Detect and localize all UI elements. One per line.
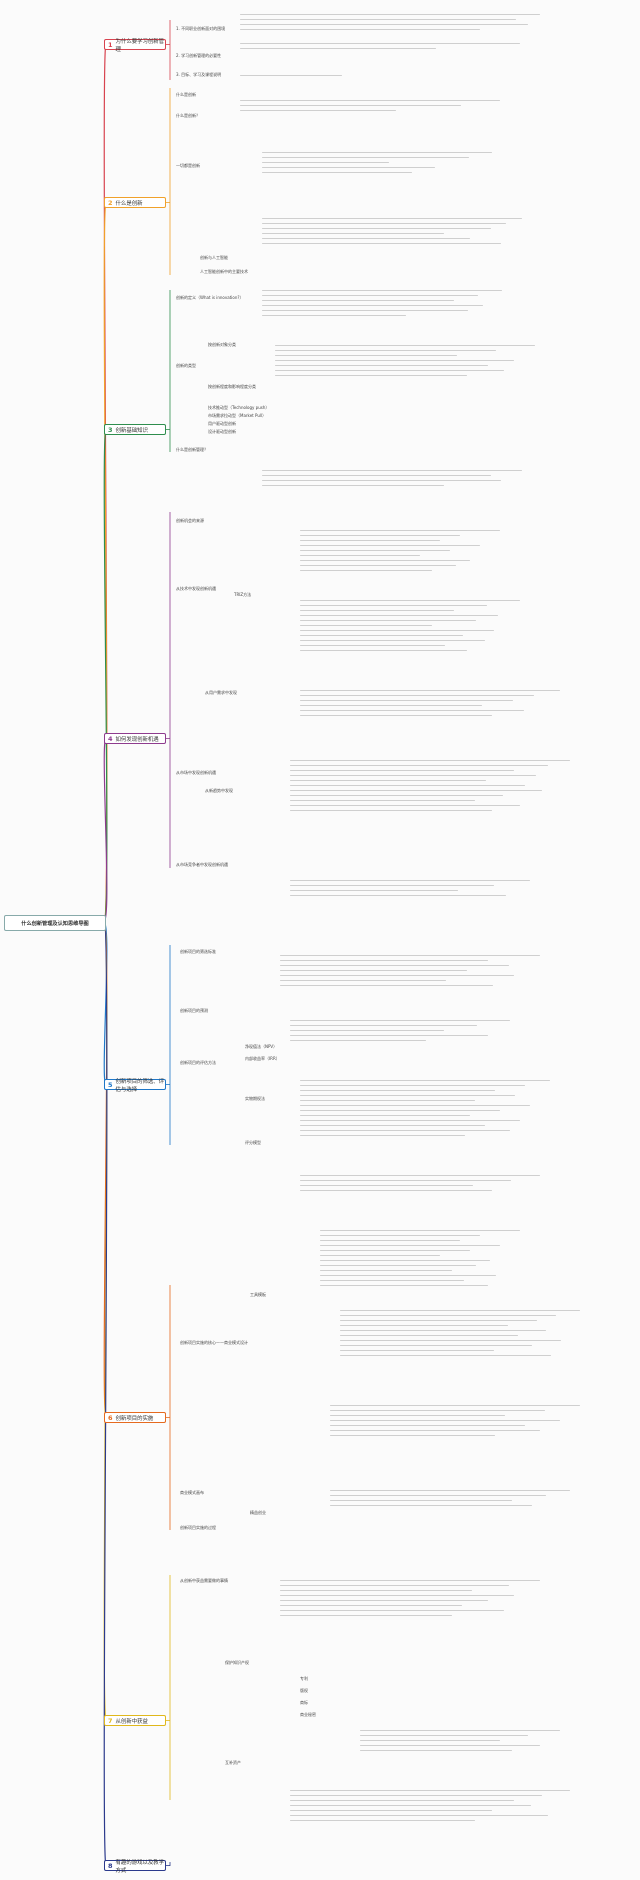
branch-benefit-from-innovation[interactable]: 7 从创新中获益: [104, 1715, 166, 1726]
branch-label: 从创新中获益: [115, 1718, 148, 1725]
branch-label: 有趣的游戏以及教学方式: [115, 1859, 165, 1874]
topic-node[interactable]: 按创新对象分类: [208, 342, 236, 347]
text-block: [240, 43, 520, 53]
text-block: [290, 1020, 510, 1045]
topic-node[interactable]: 从市场竞争者中发现创新机遇: [176, 862, 228, 867]
topic-node[interactable]: 市场需求拉动型（Market Pull）: [208, 413, 267, 418]
topic-node[interactable]: 评分模型: [245, 1140, 261, 1145]
text-block: [290, 1790, 570, 1825]
branch-label: 如何发现创新机遇: [115, 736, 159, 743]
branch-number: 6: [108, 1413, 113, 1422]
topic-node[interactable]: 工具模板: [250, 1292, 266, 1297]
topic-node[interactable]: 净现值法（NPV）: [245, 1044, 278, 1049]
branch-number: 1: [108, 40, 113, 49]
text-block: [280, 1580, 540, 1620]
topic-node[interactable]: 商业模式画布: [180, 1490, 204, 1495]
topic-node[interactable]: 实物期权法: [245, 1096, 265, 1101]
topic-node[interactable]: 从市场中发现创新机遇: [176, 770, 216, 775]
branch-number: 7: [108, 1716, 113, 1725]
text-block: [340, 1310, 580, 1360]
branch-number: 5: [108, 1080, 113, 1089]
text-block: [300, 600, 520, 655]
branch-connector: [103, 737, 108, 923]
root-title: 什么创新管理及认知思维导图: [21, 920, 89, 927]
text-block: [262, 218, 522, 248]
root-node[interactable]: 什么创新管理及认知思维导图: [4, 915, 106, 931]
text-block: [300, 1175, 540, 1195]
branch-number: 8: [108, 1861, 113, 1870]
topic-node[interactable]: 设计驱动型创新: [208, 429, 236, 434]
topic-node[interactable]: 内部收益率（IRR）: [245, 1056, 280, 1061]
topic-node[interactable]: 版权: [300, 1688, 308, 1693]
topic-node[interactable]: 按创新程度和影响程度分类: [208, 384, 256, 389]
topic-node[interactable]: 用户驱动型创新: [208, 421, 236, 426]
branch-label: 什么是创新: [115, 200, 143, 207]
branch-project-implementation[interactable]: 6 创新项目的实施: [104, 1412, 166, 1423]
branch-label: 创新项目的筛选、评估与选择: [115, 1078, 165, 1093]
branch-why-learn[interactable]: 1 为什么要学习创新管理: [104, 38, 166, 53]
topic-node[interactable]: 什么是创新？: [176, 113, 200, 118]
topic-node[interactable]: 从用户需求中发现: [205, 690, 237, 695]
topic-node[interactable]: 从创新中获益需要做的事情: [180, 1578, 228, 1583]
branch-label: 创新基础知识: [115, 427, 148, 434]
topic-node[interactable]: 创新项目实施的过程: [180, 1525, 216, 1530]
text-block: [280, 955, 540, 990]
text-block: [320, 1230, 520, 1290]
branch-number: 3: [108, 425, 113, 434]
text-block: [240, 100, 500, 115]
topic-node[interactable]: 技术推动型（Technology push）: [208, 405, 270, 410]
text-block: [360, 1730, 560, 1755]
topic-node[interactable]: 保护知识产权: [225, 1660, 249, 1665]
text-block: [240, 75, 410, 80]
branch-project-screening[interactable]: 5 创新项目的筛选、评估与选择: [104, 1078, 166, 1093]
topic-node[interactable]: TRIZ方法: [234, 592, 252, 597]
text-block: [300, 690, 560, 720]
text-block: [262, 470, 522, 490]
text-block: [300, 1080, 550, 1140]
text-block: [300, 530, 500, 575]
topic-node[interactable]: 创新项目实施的核心——商业模式设计: [180, 1340, 248, 1345]
topic-node[interactable]: 从技术中发现创新机遇: [176, 586, 216, 591]
branch-label: 为什么要学习创新管理: [115, 38, 165, 53]
topic-node[interactable]: 什么是创新管理？: [176, 447, 208, 452]
topic-node[interactable]: 创新项目的评估方法: [180, 1060, 216, 1065]
branch-number: 4: [108, 734, 113, 743]
text-block: [275, 345, 535, 380]
topic-node[interactable]: 创新机会的来源: [176, 518, 204, 523]
topic-node[interactable]: 商标: [300, 1700, 308, 1705]
branch-connector: [103, 921, 108, 1086]
branch-label: 创新项目的实施: [115, 1415, 154, 1422]
text-block: [330, 1405, 580, 1440]
text-block: [262, 152, 492, 177]
text-block: [290, 880, 530, 900]
branch-number: 2: [108, 198, 113, 207]
topic-node[interactable]: 人工智能创新中的主要技术: [200, 269, 248, 274]
topic-node[interactable]: 创新的定义（What is innovation?）: [176, 295, 244, 300]
branch-find-opportunities[interactable]: 4 如何发现创新机遇: [104, 733, 166, 744]
topic-node[interactable]: 什么是创新: [176, 92, 196, 97]
topic-node[interactable]: 创新项目的预测: [180, 1008, 208, 1013]
topic-node[interactable]: 1. 不同职业创新面对的困境: [176, 26, 226, 31]
topic-node[interactable]: 创新的类型: [176, 363, 196, 368]
branch-connector: [103, 921, 108, 1867]
topic-node[interactable]: 商业秘密: [300, 1712, 316, 1717]
topic-node[interactable]: 创新项目的筛选标准: [180, 949, 216, 954]
branch-what-is-innovation[interactable]: 2 什么是创新: [104, 197, 166, 208]
branch-games-and-teaching[interactable]: 8 有趣的游戏以及教学方式: [104, 1859, 166, 1874]
topic-node[interactable]: 3. 目标、学习及课程说明: [176, 72, 222, 77]
text-block: [240, 14, 540, 34]
branch-innovation-basics[interactable]: 3 创新基础知识: [104, 424, 166, 435]
topic-node[interactable]: 专利: [300, 1676, 308, 1681]
text-block: [262, 290, 502, 320]
topic-node[interactable]: 从新趋势中发现: [205, 788, 233, 793]
topic-node[interactable]: 一切都是创新: [176, 163, 200, 168]
topic-node[interactable]: 2. 学习创新管理的必要性: [176, 53, 222, 58]
text-block: [330, 1490, 570, 1510]
topic-node[interactable]: 创新与人工智能: [200, 255, 228, 260]
topic-node[interactable]: 精益创业: [250, 1510, 266, 1515]
topic-node[interactable]: 互补资产: [225, 1760, 241, 1765]
text-block: [290, 760, 570, 815]
